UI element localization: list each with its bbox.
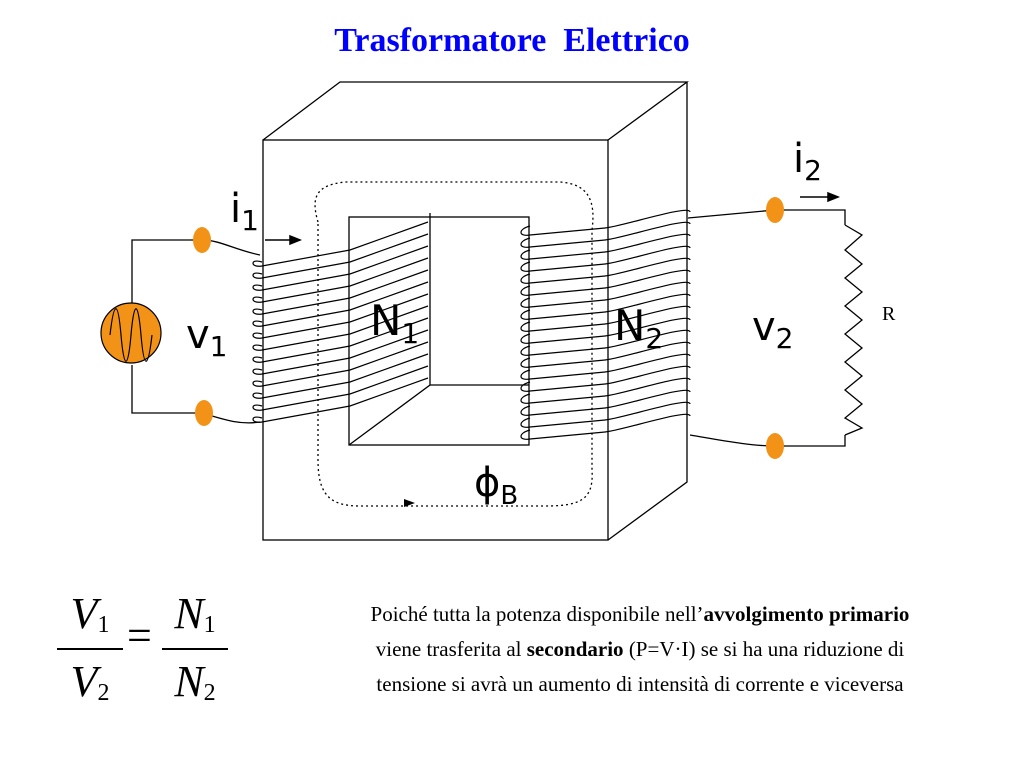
description-text: Poiché tutta la potenza disponibile nell…	[370, 602, 910, 696]
terminal-icon	[195, 400, 213, 426]
primary-winding-turn	[252, 341, 429, 387]
secondary-winding-turn	[520, 209, 691, 236]
secondary-winding-turn	[520, 389, 691, 416]
terminal-icon	[766, 197, 784, 223]
n2-label: N2	[614, 301, 663, 355]
resistor-label: R	[882, 303, 896, 325]
secondary-winding-turn	[520, 281, 691, 308]
secondary-winding-turn	[520, 341, 691, 368]
i1-label: i1	[230, 186, 259, 237]
transformer-ratio-formula: V1 V2 = N1 N2	[55, 588, 230, 718]
flux-arrow	[404, 499, 415, 507]
v2-label: v2	[752, 304, 794, 355]
primary-winding-turn	[252, 353, 429, 399]
v2-denominator: V2	[70, 657, 110, 706]
primary-bottom-wire	[131, 365, 202, 414]
primary-winding-turn	[252, 365, 429, 411]
ac-voltage-source-icon	[100, 302, 162, 364]
flux-path	[314, 181, 594, 507]
primary-winding-turn	[252, 233, 429, 279]
secondary-winding-turn	[520, 293, 691, 320]
n2-denominator: N2	[174, 657, 216, 706]
terminal-icon	[193, 227, 211, 253]
secondary-bottom-wire	[689, 434, 776, 447]
primary-winding-turn	[252, 329, 429, 375]
secondary-winding-turn	[520, 269, 691, 296]
primary-winding-turn	[252, 377, 429, 423]
v1-numerator: V1	[70, 589, 110, 638]
primary-winding-turn	[252, 305, 429, 351]
v1-label: v1	[186, 312, 228, 363]
secondary-winding-turn	[520, 317, 691, 344]
secondary-winding-turn	[520, 365, 691, 392]
secondary-winding-turn	[520, 233, 691, 260]
n1-numerator: N1	[174, 589, 216, 638]
secondary-winding-turn	[520, 413, 691, 440]
core-top-face	[262, 81, 689, 141]
primary-winding-turn	[252, 245, 429, 291]
primary-winding-turn	[252, 269, 429, 315]
flux-label: ϕB	[474, 460, 518, 511]
secondary-winding-turn	[520, 221, 691, 248]
page-title: Trasformatore Elettrico	[334, 22, 690, 59]
resistor-icon	[843, 224, 864, 436]
primary-winding-turn	[252, 221, 429, 267]
terminal-icon	[766, 433, 784, 459]
secondary-winding-turn	[520, 401, 691, 428]
primary-top-wire	[131, 239, 202, 305]
core-side-face	[607, 82, 688, 541]
core-front-face	[262, 139, 609, 541]
primary-winding-turn	[252, 317, 429, 363]
primary-winding-turn	[252, 281, 429, 327]
secondary-winding-turn	[520, 377, 691, 404]
secondary-winding-turn	[520, 245, 691, 272]
secondary-winding-turn	[520, 353, 691, 380]
i2-label: i2	[793, 136, 822, 187]
secondary-top-wire	[687, 209, 776, 219]
secondary-winding-turn	[520, 305, 691, 332]
equals-sign: =	[127, 611, 152, 660]
primary-winding-turn	[252, 293, 429, 339]
secondary-winding-turn	[520, 257, 691, 284]
fraction-bar	[162, 648, 228, 650]
n1-label: N1	[370, 296, 419, 350]
fraction-bar	[57, 648, 123, 650]
primary-winding-turn	[252, 257, 429, 303]
secondary-winding-turn	[520, 329, 691, 356]
